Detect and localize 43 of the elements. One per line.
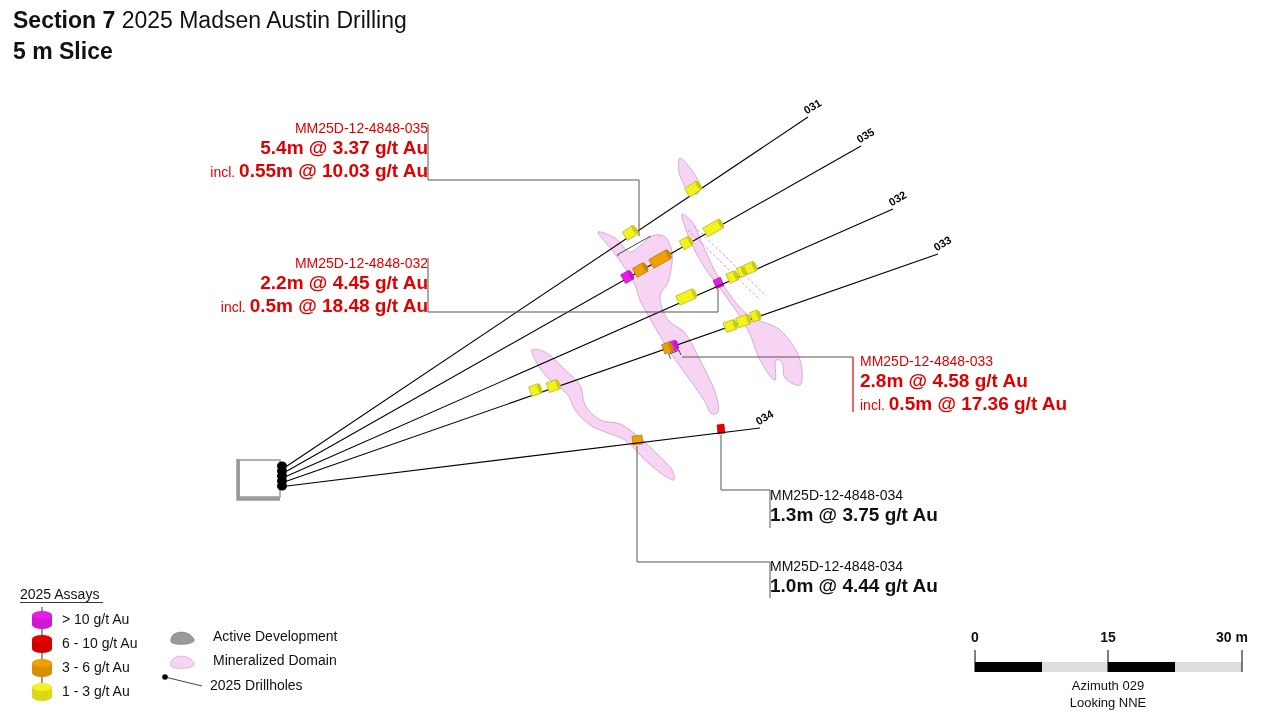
legend-label: 2025 Drillholes	[210, 677, 303, 693]
drillhole-label: 033	[931, 232, 954, 254]
drillhole-label: 032	[886, 187, 909, 209]
drillhole-line	[286, 253, 939, 482]
legend-heading: 2025 Assays	[20, 586, 104, 603]
leader-line	[427, 123, 640, 237]
assay-result: 2.8m @ 4.58 g/t Au	[860, 369, 1029, 393]
assay-result: 2.2m @ 4.45 g/t Au	[259, 271, 428, 295]
leader-line	[720, 434, 771, 529]
title: Section 7 2025 Madsen Austin Drilling	[13, 7, 407, 34]
subtitle: 5 m Slice	[13, 38, 113, 65]
drillhole-id: MM25D-12-4848-034	[770, 487, 905, 504]
legend-label: 6 - 10 g/t Au	[62, 635, 138, 651]
drillhole-id: MM25D-12-4848-032	[293, 255, 428, 272]
drillhole-line	[286, 208, 894, 477]
drillhole-id: MM25D-12-4848-035	[293, 120, 428, 137]
assay-result: incl. 0.55m @ 10.03 g/t Au	[209, 159, 428, 183]
drillhole-line	[286, 145, 862, 472]
drillhole-label: 031	[801, 95, 824, 117]
assay-result: incl. 0.5m @ 18.48 g/t Au	[219, 294, 428, 318]
drillhole-label: 035	[854, 124, 877, 146]
drillhole-id: MM25D-12-4848-034	[770, 558, 905, 575]
leader-line	[681, 356, 854, 358]
legend-label: 3 - 6 g/t Au	[62, 659, 130, 675]
scale-label: 15	[1100, 629, 1116, 645]
drillhole-label: 034	[753, 406, 776, 428]
leader-line	[636, 445, 771, 599]
leader-line	[427, 257, 719, 313]
legend-label: Active Development	[213, 628, 338, 644]
drillhole-line	[286, 427, 761, 487]
drillhole-id: MM25D-12-4848-033	[860, 353, 995, 370]
azimuth-note: Looking NNE	[1069, 695, 1147, 710]
drillhole-line	[286, 116, 809, 467]
assay-result: incl. 0.5m @ 17.36 g/t Au	[860, 392, 1069, 416]
scale-label: 0	[971, 629, 979, 645]
legend-label: 1 - 3 g/t Au	[62, 683, 130, 699]
azimuth-note: Azimuth 029	[1071, 678, 1145, 693]
scale-label: 30 m	[1216, 629, 1248, 645]
assay-result: 1.3m @ 3.75 g/t Au	[770, 503, 939, 527]
legend-label: Mineralized Domain	[213, 652, 337, 668]
legend-label: > 10 g/t Au	[62, 611, 130, 627]
assay-result: 5.4m @ 3.37 g/t Au	[259, 136, 428, 160]
assay-result: 1.0m @ 4.44 g/t Au	[770, 574, 939, 598]
